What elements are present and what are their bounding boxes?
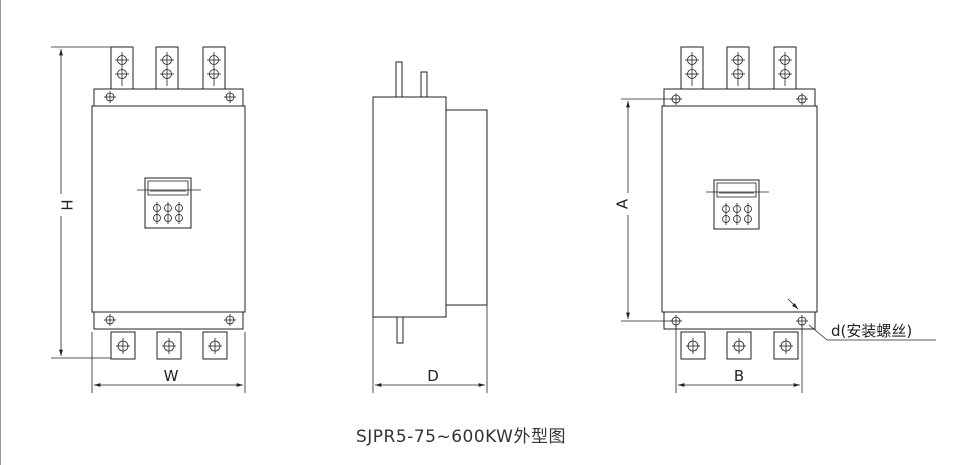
keypad-mount — [706, 179, 769, 230]
dimension-a: A — [614, 98, 673, 322]
label-a: A — [614, 198, 632, 209]
label-b: B — [734, 367, 744, 385]
dimension-d: D — [372, 305, 488, 393]
label-w: W — [164, 367, 179, 385]
diagram-caption: SJPR5-75~600KW外型图 — [356, 427, 566, 447]
mounting-view: A B d(安装螺丝) — [614, 46, 936, 393]
screw-callout: d(安装螺丝) — [787, 298, 936, 341]
label-mounting-screw: d(安装螺丝) — [831, 322, 912, 340]
dimension-h: H — [51, 46, 111, 359]
mount-bottom-terminals — [680, 331, 799, 360]
dimension-w: W — [91, 332, 246, 393]
bottom-terminals — [110, 331, 228, 360]
top-terminals — [110, 46, 226, 90]
side-view: D — [372, 61, 488, 393]
dimension-b: B — [675, 325, 803, 393]
keypad-front — [137, 177, 201, 229]
label-d: D — [427, 367, 439, 385]
front-view: H W — [51, 46, 246, 393]
mount-top-terminals — [680, 46, 797, 90]
label-h: H — [58, 199, 76, 210]
